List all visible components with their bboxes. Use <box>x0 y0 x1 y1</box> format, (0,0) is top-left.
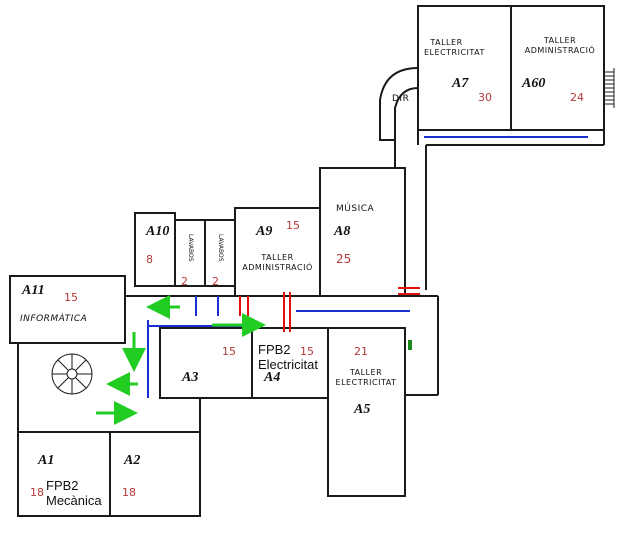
room-a3-outline <box>159 327 253 399</box>
green-marker <box>408 340 412 350</box>
room-a1-capacity: 18 <box>30 486 44 499</box>
room-a11-capacity: 15 <box>64 291 78 304</box>
room-a2-capacity: 18 <box>122 486 136 499</box>
room-lavabos-1-label: LAVABOS <box>187 234 194 262</box>
room-a5-outline <box>327 327 406 497</box>
room-a10-capacity: 8 <box>146 253 153 266</box>
room-a2-outline <box>109 431 201 517</box>
room-a9-outline <box>234 207 321 297</box>
room-a5-capacity: 21 <box>354 345 368 358</box>
room-a5-id: A5 <box>354 402 371 417</box>
room-a60-outline <box>510 5 605 131</box>
room-a3-id: A3 <box>182 370 199 385</box>
room-lavabos-1-capacity: 2 <box>181 275 188 288</box>
room-a8-outline <box>319 167 406 297</box>
room-a1-id: A1 <box>38 453 55 468</box>
room-lavabos-2-capacity: 2 <box>212 275 219 288</box>
room-a10-id: A10 <box>146 224 170 239</box>
room-musica-label: MÚSICA <box>336 204 375 214</box>
room-a8-capacity: 25 <box>336 252 352 266</box>
room-a3-capacity: 15 <box>222 345 236 358</box>
room-a7-capacity: 30 <box>478 91 492 104</box>
room-lavabos-2-outline <box>204 219 236 287</box>
room-a11-outline <box>9 275 126 344</box>
room-a60-capacity: 24 <box>570 91 584 104</box>
room-a2-id: A2 <box>124 453 141 468</box>
spiral-staircase <box>51 353 93 395</box>
room-a4-id: A4 <box>264 370 281 385</box>
room-a7-id: A7 <box>452 76 469 91</box>
room-a9-capacity: 15 <box>286 219 300 232</box>
evacuation-arrows <box>96 295 266 425</box>
room-a11-id: A11 <box>22 283 45 298</box>
blue-route-lines <box>147 136 588 398</box>
room-a9-id: A9 <box>256 224 273 239</box>
room-a4-capacity: 15 <box>300 345 314 358</box>
room-a7-outline <box>417 5 512 131</box>
room-dir-outline <box>379 67 419 141</box>
room-dir-label: DIR <box>392 94 410 104</box>
red-marks <box>239 287 420 332</box>
side-staircase <box>604 68 615 108</box>
room-a8-id: A8 <box>334 224 351 239</box>
room-a11-label: INFORMÀTICA <box>20 314 88 324</box>
room-lavabos-2-label: LAVABOS <box>217 234 224 262</box>
room-a60-id: A60 <box>522 76 546 91</box>
